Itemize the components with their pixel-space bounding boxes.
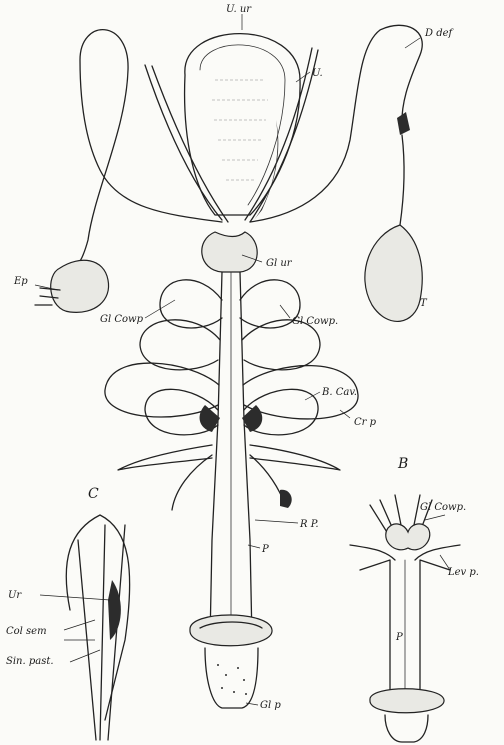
vas-deferens-right	[250, 25, 422, 222]
bladder-hatching	[212, 80, 268, 180]
label-b-cav: B. Cav.	[321, 387, 357, 398]
label-gl-ur: Gl ur	[266, 258, 293, 269]
fig-c-line-2	[100, 525, 105, 740]
label-gl-cowp-left: Gl Cowp	[100, 314, 144, 325]
leader-col-sem	[64, 620, 95, 640]
label-p-main: P	[261, 544, 269, 555]
figure-c	[40, 515, 130, 740]
label-p-b: P	[395, 632, 403, 643]
retractor-right-tip	[280, 490, 292, 508]
ureter-left-inner	[152, 66, 228, 222]
testis-left	[51, 260, 109, 312]
vas-right-lower	[400, 135, 404, 225]
label-t: T	[420, 298, 428, 309]
label-r-p: R P.	[299, 519, 319, 530]
label-ur: Ur	[8, 590, 22, 601]
fig-c-shade	[108, 580, 121, 640]
label-fig-b: B	[397, 456, 408, 472]
cowper-right-mid	[242, 320, 320, 370]
label-gl-p: Gl p	[260, 700, 281, 711]
label-fig-c: C	[88, 486, 99, 502]
fig-b-glans	[385, 715, 428, 742]
urethral-gland	[202, 232, 257, 272]
fig-b-cowper-glands	[386, 524, 430, 550]
retractor-right	[250, 455, 285, 505]
label-gl-cowp-right: Gl Cowp.	[292, 316, 338, 327]
testis-right	[365, 225, 422, 321]
urethra-left-wall	[210, 272, 222, 640]
label-u: U.	[312, 68, 323, 79]
label-v-ur: U. ur	[226, 4, 252, 15]
leader-ur	[40, 595, 110, 600]
fig-b-ring	[370, 689, 444, 713]
glans-penis	[205, 648, 258, 708]
vas-right-mark	[397, 112, 410, 135]
retractor-left	[172, 455, 212, 510]
label-d-def: D def	[424, 28, 455, 39]
cowper-right-upper	[240, 280, 300, 328]
label-ep: Ep	[13, 276, 28, 287]
label-sin-past: Sin. past.	[6, 656, 54, 667]
figure-b	[350, 495, 460, 742]
label-col-sem: Col sem	[6, 626, 47, 637]
muscle-wing-right	[250, 445, 340, 470]
leader-sin-past	[70, 650, 100, 662]
label-lev-p: Lev p.	[447, 567, 479, 578]
main-figure	[35, 25, 422, 708]
label-cr-p: Cr p	[354, 417, 377, 428]
glans-dots	[217, 664, 247, 695]
penis-ring	[190, 615, 272, 646]
label-gl-cowp-b: Gl Cowp.	[420, 502, 466, 513]
bladder-inner-line	[200, 45, 285, 205]
